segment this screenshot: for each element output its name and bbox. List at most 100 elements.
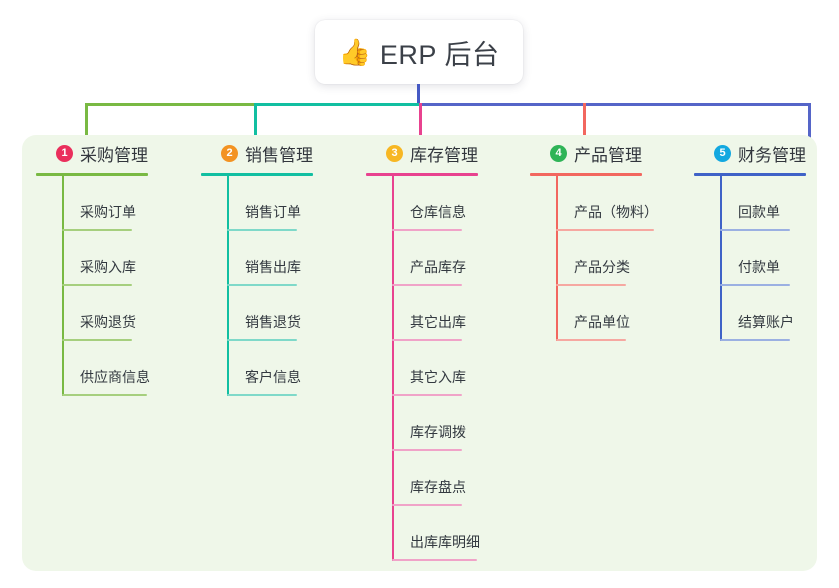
menu-item-underline — [392, 559, 477, 561]
menu-item[interactable]: 销售订单 — [201, 176, 313, 231]
root-node-card[interactable]: 👍 ERP 后台 — [315, 20, 523, 84]
menu-item[interactable]: 产品单位 — [530, 286, 642, 341]
column-underline-4 — [530, 173, 642, 176]
menu-item[interactable]: 仓库信息 — [366, 176, 478, 231]
column-body-4: 产品（物料） 产品分类产品单位 — [530, 176, 658, 341]
menu-item-label: 出库库明细 — [410, 534, 480, 550]
connector-bar-segment-3 — [419, 103, 811, 106]
menu-item-label: 产品单位 — [574, 314, 630, 330]
menu-item-label: 采购退货 — [80, 314, 136, 330]
connector-drop-5 — [808, 103, 811, 140]
column-badge-1: 1 — [56, 144, 73, 162]
menu-item-label: 供应商信息 — [80, 369, 150, 385]
connector-bar-segment-2 — [254, 103, 422, 106]
menu-item-label: 客户信息 — [245, 369, 301, 385]
menu-item-underline — [720, 339, 790, 341]
menu-item-label: 产品分类 — [574, 259, 630, 275]
column-underline-3 — [366, 173, 478, 176]
menu-item-label: 产品库存 — [410, 259, 466, 275]
column-2: 2 销售管理销售订单销售出库销售退货客户信息 — [201, 140, 313, 396]
column-underline-2 — [201, 173, 313, 176]
column-spine-4 — [556, 176, 558, 341]
menu-item-underline — [392, 504, 462, 506]
menu-item-label: 采购订单 — [80, 204, 136, 220]
menu-item-label: 销售订单 — [245, 204, 301, 220]
menu-item-underline — [62, 229, 132, 231]
menu-item-underline — [556, 284, 626, 286]
menu-item-label: 销售出库 — [245, 259, 301, 275]
menu-item-underline — [556, 339, 626, 341]
menu-item[interactable]: 产品（物料） — [530, 176, 658, 231]
column-spine-2 — [227, 176, 229, 396]
connector-drop-4 — [583, 103, 586, 140]
column-badge-3: 3 — [386, 144, 403, 162]
column-title-2: 销售管理 — [245, 145, 313, 165]
column-4: 4 产品管理产品（物料） 产品分类产品单位 — [530, 140, 658, 341]
column-spine-3 — [392, 176, 394, 561]
menu-item-underline — [227, 394, 297, 396]
menu-item-label: 结算账户 — [738, 314, 794, 330]
menu-item-label: 销售退货 — [245, 314, 301, 330]
menu-item-underline — [227, 284, 297, 286]
menu-item-underline — [62, 339, 132, 341]
menu-item-label: 库存盘点 — [410, 479, 466, 495]
column-title-5: 财务管理 — [738, 145, 806, 165]
column-underline-1 — [36, 173, 148, 176]
column-title-1: 采购管理 — [80, 145, 148, 165]
menu-item[interactable]: 结算账户 — [694, 286, 806, 341]
column-title-4: 产品管理 — [574, 145, 642, 165]
column-badge-5: 5 — [714, 144, 731, 162]
column-underline-5 — [694, 173, 806, 176]
menu-item[interactable]: 付款单 — [694, 231, 806, 286]
menu-item-underline — [227, 229, 297, 231]
menu-item-underline — [392, 394, 462, 396]
column-header-1[interactable]: 1 采购管理 — [36, 140, 148, 166]
menu-item-label: 仓库信息 — [410, 204, 466, 220]
menu-item[interactable]: 其它入库 — [366, 341, 478, 396]
connector-drop-1 — [85, 103, 88, 140]
menu-item[interactable]: 出库库明细 — [366, 506, 480, 561]
column-spine-5 — [720, 176, 722, 341]
column-header-2[interactable]: 2 销售管理 — [201, 140, 313, 166]
menu-item-underline — [720, 229, 790, 231]
column-badge-4: 4 — [550, 144, 567, 162]
column-badge-2: 2 — [221, 144, 238, 162]
menu-item-label: 付款单 — [738, 259, 780, 275]
menu-item[interactable]: 客户信息 — [201, 341, 313, 396]
column-body-3: 仓库信息产品库存其它出库其它入库库存调拨库存盘点出库库明细 — [366, 176, 480, 561]
menu-item[interactable]: 产品库存 — [366, 231, 478, 286]
menu-item[interactable]: 供应商信息 — [36, 341, 150, 396]
diagram-panel — [22, 135, 817, 571]
column-header-4[interactable]: 4 产品管理 — [530, 140, 642, 166]
menu-item[interactable]: 其它出库 — [366, 286, 478, 341]
menu-item[interactable]: 采购退货 — [36, 286, 148, 341]
column-body-1: 采购订单采购入库采购退货供应商信息 — [36, 176, 150, 396]
menu-item-label: 回款单 — [738, 204, 780, 220]
column-5: 5 财务管理回款单付款单结算账户 — [694, 140, 806, 341]
menu-item[interactable]: 产品分类 — [530, 231, 642, 286]
menu-item[interactable]: 采购入库 — [36, 231, 148, 286]
column-header-5[interactable]: 5 财务管理 — [694, 140, 806, 166]
thumbs-up-icon: 👍 — [338, 37, 371, 67]
connector-bar-segment-1 — [85, 103, 257, 106]
menu-item-underline — [720, 284, 790, 286]
menu-item[interactable]: 销售出库 — [201, 231, 313, 286]
connector-stem — [417, 84, 420, 106]
menu-item-label: 采购入库 — [80, 259, 136, 275]
menu-item[interactable]: 销售退货 — [201, 286, 313, 341]
menu-item-label: 其它出库 — [410, 314, 466, 330]
menu-item-underline — [392, 339, 462, 341]
menu-item[interactable]: 采购订单 — [36, 176, 148, 231]
menu-item-underline — [62, 394, 147, 396]
menu-item-underline — [556, 229, 654, 231]
column-body-5: 回款单付款单结算账户 — [694, 176, 806, 341]
menu-item-underline — [392, 449, 462, 451]
menu-item-underline — [392, 284, 462, 286]
menu-item[interactable]: 回款单 — [694, 176, 806, 231]
root-title: ERP 后台 — [379, 39, 500, 70]
menu-item[interactable]: 库存调拨 — [366, 396, 478, 451]
connector-drop-3 — [419, 103, 422, 140]
menu-item[interactable]: 库存盘点 — [366, 451, 478, 506]
